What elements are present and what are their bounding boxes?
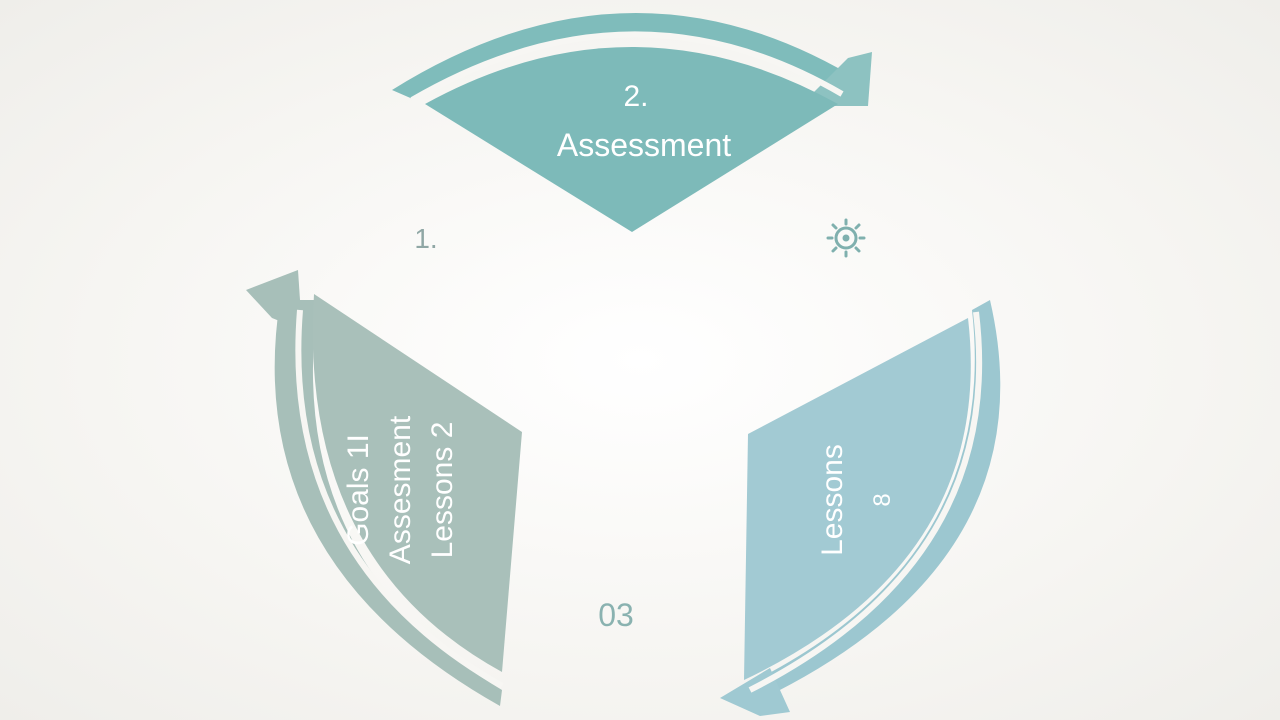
top-segment-label: Assessment <box>557 127 731 163</box>
right-segment-wedge <box>744 318 971 680</box>
left-segment-inner-line <box>295 309 504 689</box>
top-segment-number: 2. <box>623 80 648 113</box>
left-segment-wedge <box>312 294 522 672</box>
gear-icon <box>826 218 866 258</box>
right-segment-label: Lessons <box>816 444 849 556</box>
right-segment: Lessons 8 <box>720 300 1001 716</box>
left-segment-line-2: Assesment <box>384 415 417 564</box>
top-segment-inner-line <box>410 31 844 103</box>
left-segment-line-3: Lessons 2 <box>426 422 459 559</box>
top-segment: 2. Assessment <box>392 12 872 232</box>
left-segment: Goals 1I Assesment Lessons 2 <box>246 270 522 706</box>
step-three-label: 03 <box>598 597 634 633</box>
left-segment-line-1: Goals 1I <box>342 434 375 546</box>
right-segment-number: 8 <box>869 493 896 506</box>
top-segment-arc <box>392 12 862 100</box>
right-segment-inner-line <box>748 311 983 693</box>
top-segment-arrowhead <box>800 52 872 106</box>
top-segment-wedge <box>425 47 838 232</box>
step-one-label: 1. <box>414 223 437 254</box>
